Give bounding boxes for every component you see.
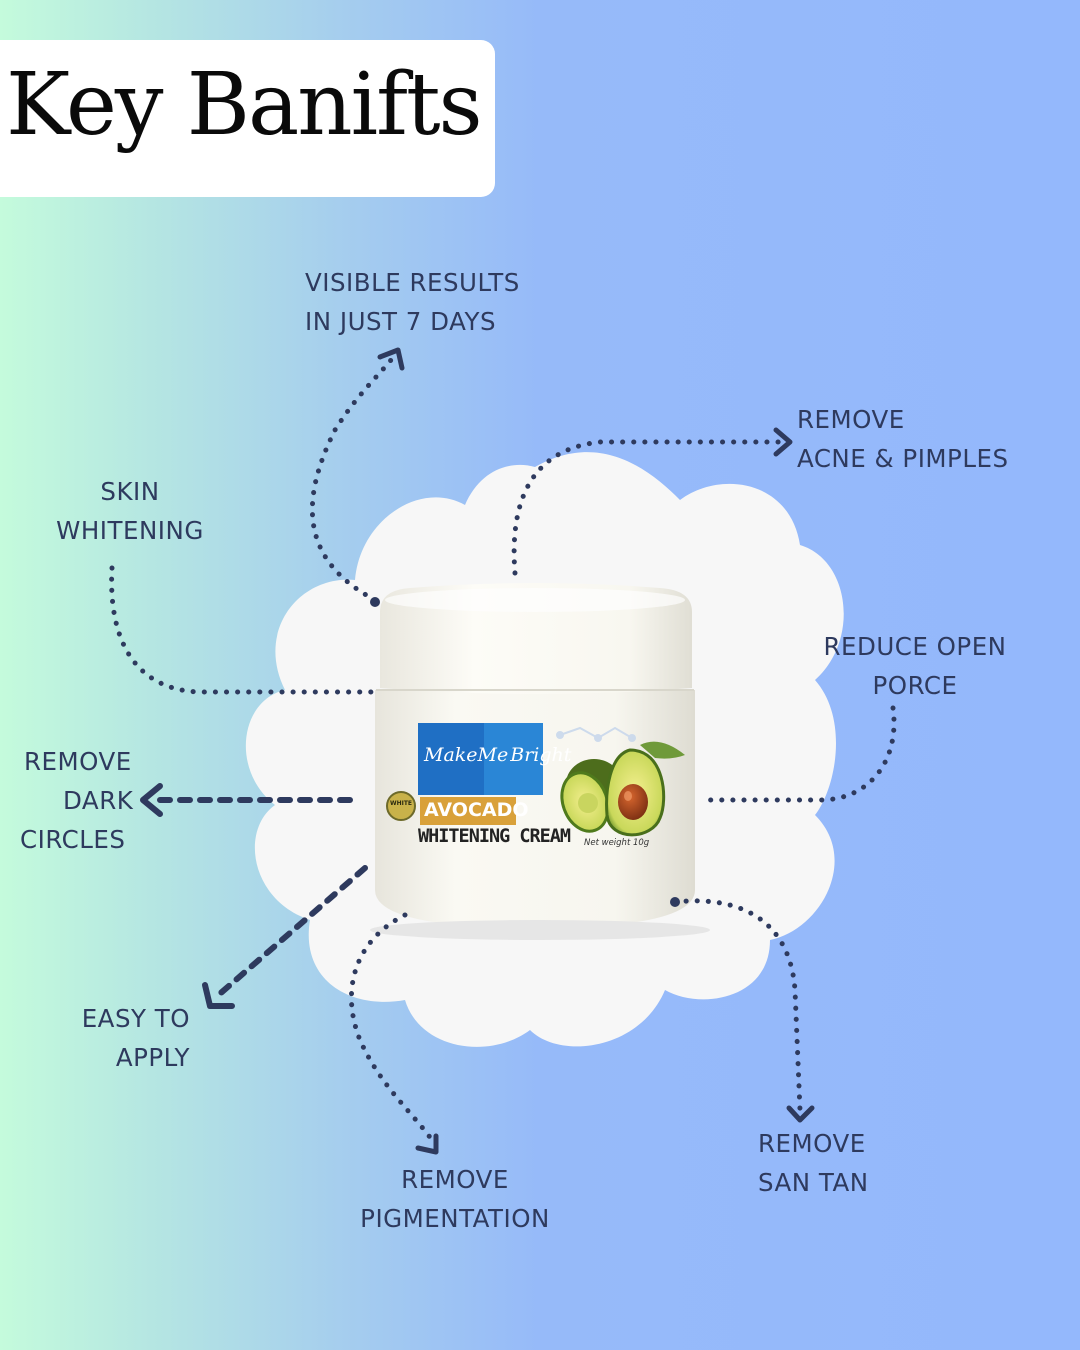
acne-arrowhead	[773, 427, 793, 457]
product-name-cream: WHITENING CREAM	[418, 826, 571, 847]
benefit-remove-pigmentation: REMOVE PIGMENTATION	[360, 1165, 550, 1233]
brand-word-1: MakeMe	[424, 744, 509, 766]
avocado-image	[560, 741, 685, 837]
sun-tan-arrowhead	[786, 1105, 815, 1123]
benefit-remove-acne: REMOVE ACNE & PIMPLES	[797, 405, 1009, 473]
visible-results-arrow-origin-dot	[370, 597, 380, 607]
sun-tan-arrow-origin-dot	[670, 897, 680, 907]
benefit-easy-to-apply: EASY TO APPLY	[81, 1004, 190, 1072]
easy-apply-arrow	[212, 865, 368, 1001]
benefit-reduce-pores: REDUCE OPEN PORCE	[823, 632, 1007, 700]
title-card	[0, 40, 495, 197]
jar-lid	[380, 583, 692, 694]
pigmentation-arrow	[348, 912, 435, 1143]
benefit-visible-results: VISIBLE RESULTS IN JUST 7 DAYS	[305, 268, 520, 336]
easy-apply-arrowhead	[202, 982, 235, 1009]
badge-text: WHITE	[389, 800, 413, 807]
visible-results-arrow	[309, 349, 400, 603]
net-weight: Net weight 10g	[584, 838, 650, 848]
dark-circles-arrowhead	[140, 783, 163, 817]
visible-results-arrowhead	[377, 347, 405, 371]
product-name-avocado: AVOCADO	[424, 799, 529, 821]
benefit-skin-whitening: SKIN WHITENING	[56, 477, 204, 545]
avocado-label-bar	[420, 797, 516, 825]
brand-word-2: Bright	[510, 744, 572, 766]
benefit-dark-circles: REMOVE DARK CIRCLES	[20, 747, 134, 854]
page-title: Key Banifts	[6, 55, 483, 155]
benefit-remove-sun-tan: REMOVE SAN TAN	[758, 1129, 869, 1197]
sun-tan-arrow	[672, 898, 803, 1113]
pigmentation-arrowhead	[415, 1133, 439, 1155]
white-badge	[386, 791, 416, 821]
